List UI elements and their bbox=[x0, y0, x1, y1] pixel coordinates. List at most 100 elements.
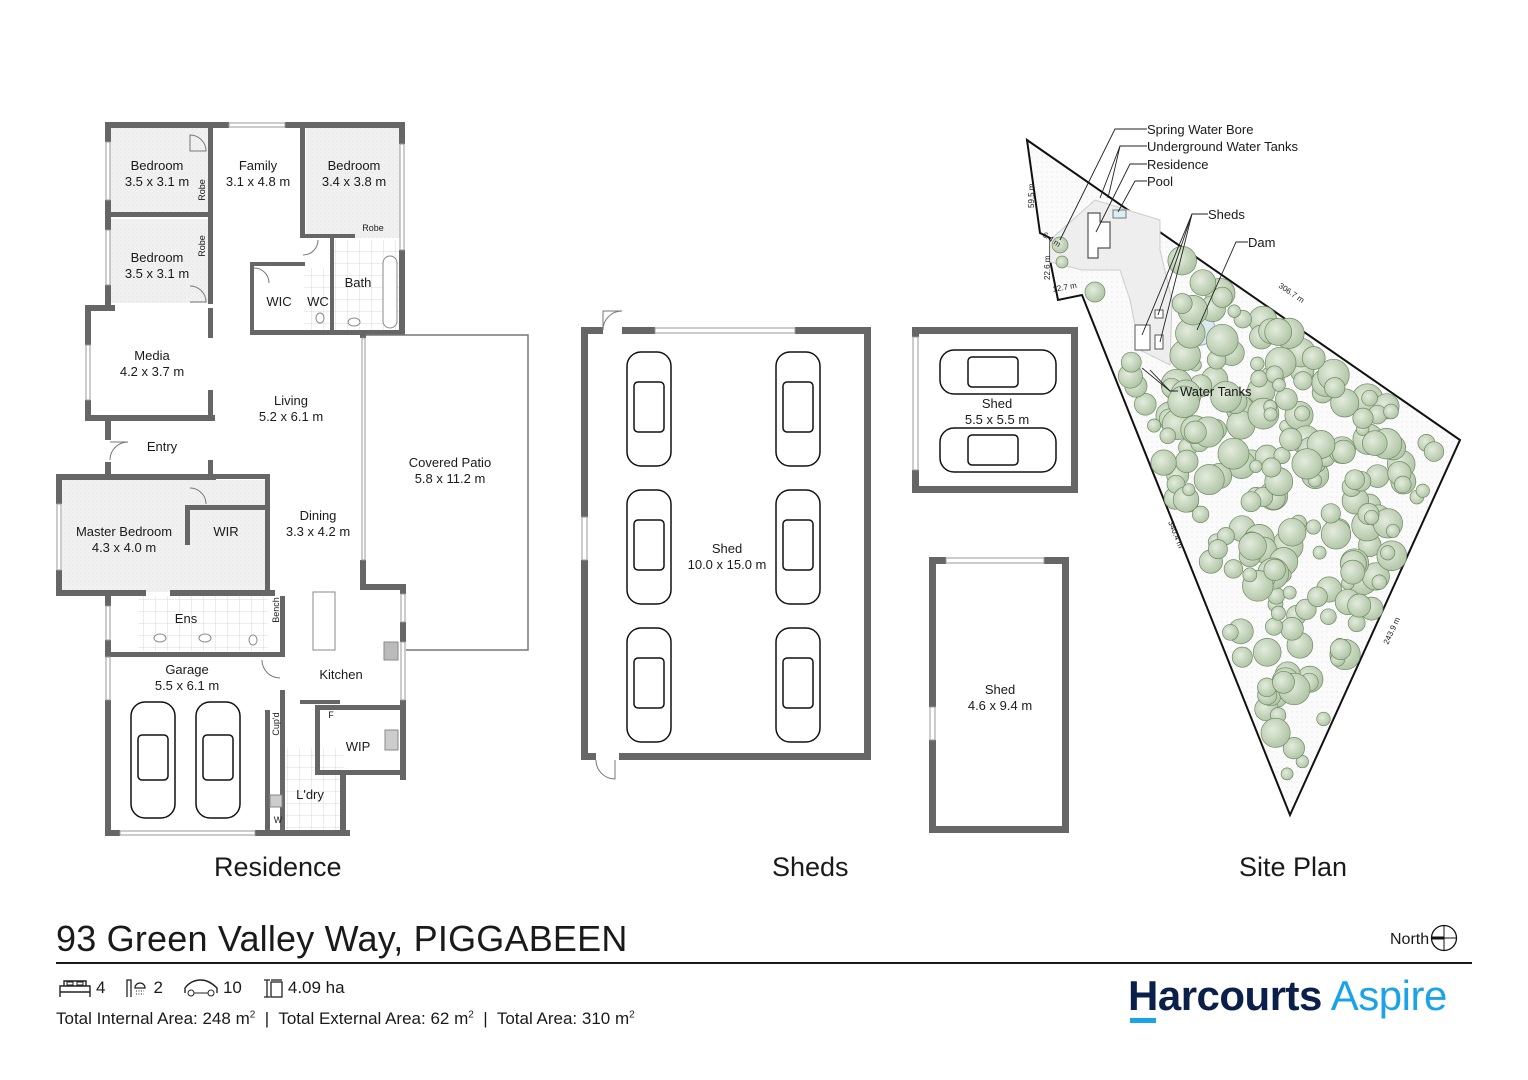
cupboard-label: Cup'd bbox=[271, 712, 281, 735]
window bbox=[945, 557, 1045, 564]
tree-icon bbox=[1223, 559, 1244, 579]
basin bbox=[347, 317, 361, 327]
shed-large-walls bbox=[581, 327, 871, 760]
shed-footprint bbox=[1134, 324, 1151, 351]
car-icon bbox=[626, 351, 672, 467]
tree-icon bbox=[1307, 586, 1328, 608]
car-cabin bbox=[782, 381, 814, 433]
room-name: Covered Patio bbox=[409, 455, 491, 470]
ens-toilet bbox=[248, 634, 258, 646]
wc-label: WC bbox=[307, 294, 329, 309]
car-icon bbox=[939, 427, 1057, 473]
tree-icon bbox=[1217, 437, 1250, 470]
cooktop bbox=[383, 641, 399, 661]
bedroom-3-floor bbox=[306, 128, 400, 238]
car-icon bbox=[626, 627, 672, 743]
separator: | bbox=[483, 1009, 488, 1028]
external-area: Total External Area: 62 m bbox=[278, 1009, 469, 1028]
room-size: 4.2 x 3.7 m bbox=[120, 364, 184, 379]
bedroom-count: 4 bbox=[96, 978, 106, 997]
tree-icon bbox=[1280, 767, 1294, 781]
tree-icon bbox=[1252, 638, 1282, 667]
shed-footprint bbox=[1154, 334, 1164, 350]
room-size: 3.5 x 3.1 m bbox=[125, 266, 189, 281]
brand-name-secondary: Aspire bbox=[1330, 972, 1448, 1019]
car-icon bbox=[626, 489, 672, 605]
trees bbox=[1051, 236, 1445, 781]
robe-label: Robe bbox=[197, 179, 207, 201]
tree-icon bbox=[1193, 464, 1225, 496]
wic-label: WIC bbox=[266, 294, 291, 309]
tree-icon bbox=[1371, 574, 1387, 590]
room-size: 3.4 x 3.8 m bbox=[322, 174, 386, 189]
tree-icon bbox=[1182, 483, 1196, 497]
callout-label: Sheds bbox=[1208, 207, 1245, 222]
tree-icon bbox=[1175, 449, 1199, 474]
laundry-label: L'dry bbox=[296, 787, 324, 802]
tree-icon bbox=[1120, 351, 1142, 373]
brand-logo: Harcourts Aspire bbox=[1128, 972, 1447, 1020]
room-size: 3.3 x 4.2 m bbox=[286, 524, 350, 539]
separator: | bbox=[264, 1009, 270, 1028]
tree-icon bbox=[1207, 539, 1228, 560]
car-cabin bbox=[633, 381, 665, 433]
room-size: 5.2 x 6.1 m bbox=[259, 409, 323, 424]
door-arc bbox=[595, 759, 616, 780]
tree-icon bbox=[1183, 420, 1207, 444]
ens-basin-2 bbox=[198, 633, 212, 643]
sheds-floorplan: Shed 10.0 x 15.0 m Shed 5.5 x 5.5 m Shed… bbox=[581, 310, 1078, 833]
car-icon bbox=[130, 701, 176, 819]
total-area: Total Area: 310 m bbox=[496, 1009, 630, 1028]
car-cabin bbox=[967, 356, 1019, 388]
car-icon bbox=[195, 701, 241, 819]
callout-label: Water Tanks bbox=[1180, 384, 1252, 399]
room-size: 3.5 x 3.1 m bbox=[125, 174, 189, 189]
tree-icon bbox=[1423, 441, 1445, 462]
tree-icon bbox=[1272, 378, 1286, 392]
tree-icon bbox=[1293, 371, 1313, 391]
car-cabin bbox=[782, 657, 814, 709]
room-size: 4.3 x 4.0 m bbox=[92, 540, 156, 555]
car-cabin bbox=[633, 657, 665, 709]
wip-label: WIP bbox=[346, 739, 371, 754]
car-cabin bbox=[633, 519, 665, 571]
tree-icon bbox=[1051, 236, 1069, 254]
tree-icon bbox=[1320, 503, 1341, 524]
section-title-residence: Residence bbox=[214, 852, 342, 882]
tree-icon bbox=[1227, 304, 1241, 318]
tree-icon bbox=[1277, 517, 1307, 547]
pool bbox=[1112, 209, 1127, 219]
tree-icon bbox=[1265, 617, 1283, 636]
tree-icon bbox=[1320, 608, 1337, 625]
car-icon bbox=[775, 489, 821, 605]
fridge-label: F bbox=[328, 710, 334, 720]
tree-icon bbox=[1380, 545, 1396, 561]
robe-label: Robe bbox=[362, 223, 384, 233]
tree-icon bbox=[1347, 593, 1372, 618]
tree-icon bbox=[1147, 418, 1162, 433]
brand-name-primary: Harcourts bbox=[1128, 972, 1322, 1019]
tree-icon bbox=[1189, 269, 1217, 296]
boundary-length: 243.9 m bbox=[1382, 616, 1403, 646]
room-name: Master Bedroom bbox=[76, 524, 172, 539]
area-summary: Total Internal Area: 248 m2 | Total Exte… bbox=[56, 1009, 635, 1029]
entry-label: Entry bbox=[147, 439, 178, 454]
master-bedroom-floor bbox=[62, 480, 267, 592]
tree-icon bbox=[1242, 567, 1258, 583]
fixtures bbox=[153, 255, 399, 808]
north-compass: North bbox=[1390, 923, 1459, 952]
callout-label: Pool bbox=[1147, 174, 1173, 189]
tree-icon bbox=[1231, 646, 1253, 668]
ensuite-floor bbox=[138, 596, 268, 651]
wir-label: WIR bbox=[213, 524, 238, 539]
room-name: Living bbox=[274, 393, 308, 408]
car-icon bbox=[184, 979, 218, 997]
garage-cars bbox=[130, 701, 241, 819]
windows bbox=[56, 122, 406, 836]
room-name: Media bbox=[134, 348, 170, 363]
tree-icon bbox=[1167, 385, 1200, 418]
tree-icon bbox=[1167, 246, 1197, 276]
tree-icon bbox=[1320, 519, 1352, 550]
tree-icon bbox=[1305, 519, 1321, 535]
tree-icon bbox=[1364, 509, 1379, 525]
